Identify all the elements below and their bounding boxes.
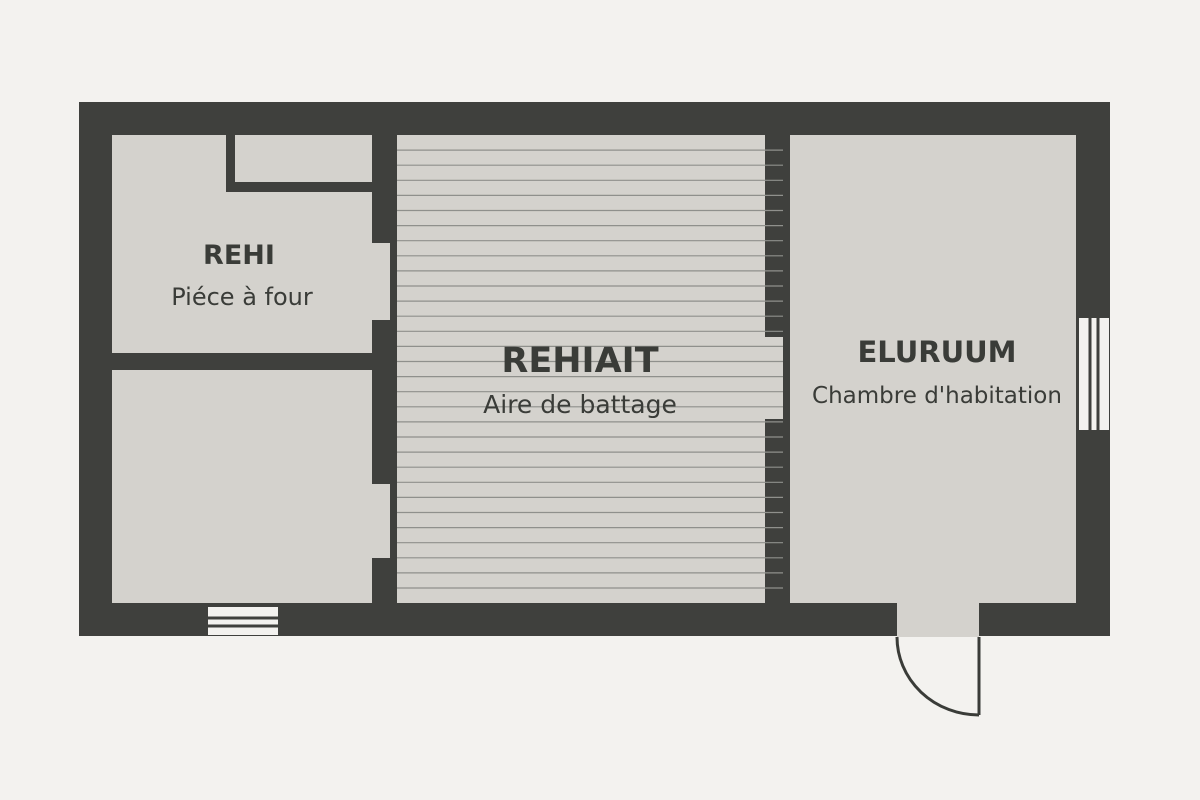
threshing-floor bbox=[397, 135, 765, 603]
opening-living-room bbox=[763, 337, 783, 419]
living-room-floor bbox=[790, 135, 1076, 603]
oven-room-name: REHI bbox=[203, 240, 275, 271]
threshing-floor-subtitle: Aire de battage bbox=[483, 390, 677, 419]
threshing-floor-name: REHIAIT bbox=[501, 341, 658, 381]
storage-room-floor bbox=[112, 370, 372, 603]
opening-oven-room bbox=[370, 243, 390, 320]
oven-room-subtitle: Piéce à four bbox=[171, 283, 313, 311]
window-bottom bbox=[208, 607, 278, 635]
window-right bbox=[1079, 318, 1109, 430]
entrance-door bbox=[895, 603, 981, 717]
closet-floor bbox=[235, 135, 372, 182]
threshing-floor-planks bbox=[397, 149, 783, 589]
opening-storage-room bbox=[370, 484, 390, 558]
living-room-subtitle: Chambre d'habitation bbox=[812, 383, 1062, 409]
living-room-name: ELURUUM bbox=[857, 335, 1016, 369]
